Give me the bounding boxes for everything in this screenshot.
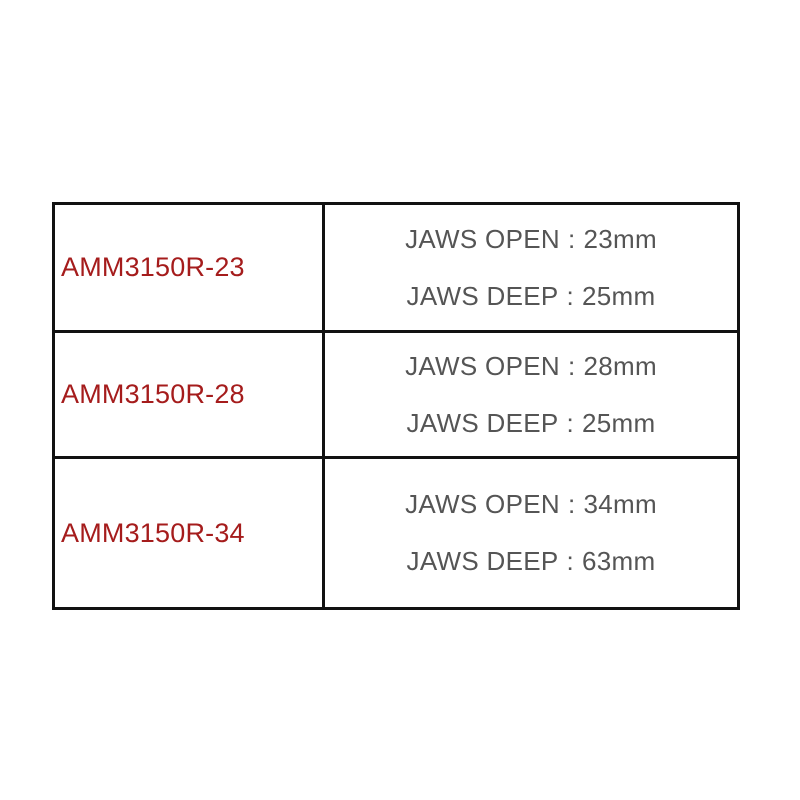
model-name: AMM3150R-28: [61, 379, 245, 409]
jaws-deep-line: JAWS DEEP:25mm: [407, 395, 656, 452]
separator: :: [567, 223, 576, 254]
jaws-open-label: JAWS OPEN: [405, 223, 560, 254]
model-cell: AMM3150R-28: [55, 333, 325, 459]
jaws-open-line: JAWS OPEN:28mm: [405, 338, 657, 395]
jaws-deep-line: JAWS DEEP:25mm: [407, 268, 656, 325]
jaws-deep-line: JAWS DEEP:63mm: [407, 533, 656, 590]
spec-cell: JAWS OPEN:34mm JAWS DEEP:63mm: [325, 459, 737, 607]
spec-cell: JAWS OPEN:28mm JAWS DEEP:25mm: [325, 333, 737, 459]
separator: :: [566, 407, 575, 438]
jaws-open-label: JAWS OPEN: [405, 350, 560, 381]
separator: :: [567, 350, 576, 381]
jaws-open-label: JAWS OPEN: [405, 489, 560, 519]
jaws-deep-value: 63mm: [582, 546, 656, 576]
jaws-open-value: 23mm: [583, 223, 657, 254]
spec-table: AMM3150R-23 JAWS OPEN:23mm JAWS DEEP:25m…: [52, 202, 740, 610]
jaws-open-value: 28mm: [583, 350, 657, 381]
model-cell: AMM3150R-34: [55, 459, 325, 607]
jaws-open-value: 34mm: [583, 489, 657, 519]
spec-cell: JAWS OPEN:23mm JAWS DEEP:25mm: [325, 205, 737, 333]
jaws-open-line: JAWS OPEN:23mm: [405, 211, 657, 268]
jaws-deep-label: JAWS DEEP: [406, 407, 559, 438]
jaws-deep-value: 25mm: [582, 407, 656, 438]
jaws-deep-value: 25mm: [582, 280, 656, 311]
model-name: AMM3150R-23: [61, 252, 245, 282]
separator: :: [566, 546, 575, 576]
jaws-deep-label: JAWS DEEP: [406, 546, 559, 576]
jaws-open-line: JAWS OPEN:34mm: [405, 476, 657, 533]
separator: :: [567, 489, 576, 519]
model-name: AMM3150R-34: [61, 517, 245, 548]
separator: :: [566, 280, 575, 311]
jaws-deep-label: JAWS DEEP: [406, 280, 559, 311]
model-cell: AMM3150R-23: [55, 205, 325, 333]
